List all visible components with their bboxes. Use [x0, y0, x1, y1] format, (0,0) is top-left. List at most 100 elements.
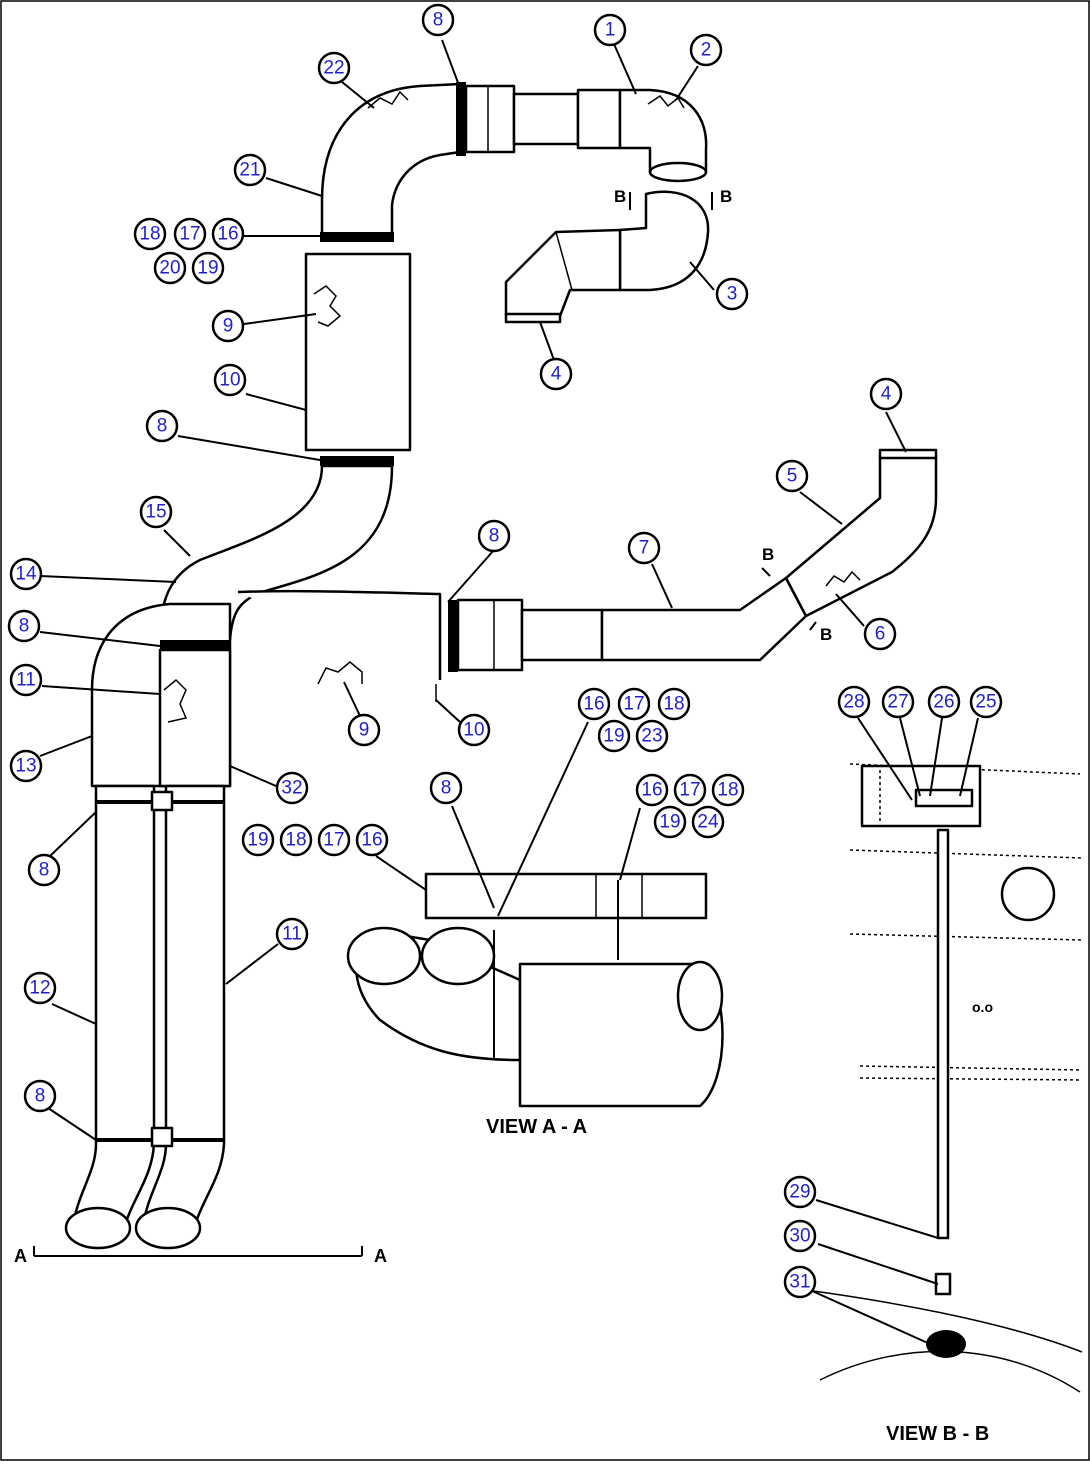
view-a-title: VIEW A - A [486, 1116, 587, 1138]
callout-10-lower: 10 [457, 713, 491, 747]
view-b-drain-tube-29 [936, 828, 950, 1240]
callout-7: 7 [627, 531, 661, 565]
callout-30: 30 [783, 1219, 817, 1253]
svg-text:25: 25 [975, 692, 996, 713]
svg-text:19: 19 [603, 726, 624, 747]
callout-2: 2 [689, 33, 723, 67]
svg-text:19: 19 [197, 258, 218, 279]
pipe-5-cutaway [825, 570, 861, 587]
section-b-mark-right: B [720, 187, 732, 206]
svg-text:4: 4 [881, 384, 892, 405]
svg-text:17: 17 [623, 694, 644, 715]
svg-text:12: 12 [29, 978, 50, 999]
manifold-link [237, 589, 442, 680]
section-b-arrows [761, 567, 817, 631]
view-b-rail-3 [859, 1065, 1083, 1071]
bracket-lower [150, 1126, 174, 1148]
callout-31: 31 [783, 1265, 817, 1299]
callout-6: 6 [863, 617, 897, 651]
callout-19-upper: 19 [191, 251, 225, 285]
svg-text:17: 17 [179, 224, 200, 245]
view-b-tank-edge [805, 1289, 1083, 1353]
callout-11-upper: 11 [9, 663, 43, 697]
callout-8-stack-lower: 8 [23, 1079, 57, 1113]
svg-text:27: 27 [887, 692, 908, 713]
callout-15: 15 [139, 495, 173, 529]
callout-22: 22 [317, 51, 351, 85]
svg-text:10: 10 [219, 370, 240, 391]
pipe-7 [600, 576, 808, 662]
view-a-outlet-left [346, 926, 422, 986]
clamp-band-mid [320, 456, 394, 466]
coupling-lower [456, 598, 524, 672]
svg-text:32: 32 [281, 778, 302, 799]
stack-assembly: A A [14, 602, 387, 1266]
callout-bubbles: 1 2 3 4 4 5 6 7 8 22 21 18 17 16 20 19 9… [7, 3, 1003, 1299]
callout-3: 3 [715, 277, 749, 311]
clamp-band-8-left [160, 640, 230, 650]
callout-29: 29 [783, 1175, 817, 1209]
callout-14: 14 [9, 557, 43, 591]
callout-23: 23 [635, 719, 669, 753]
callout-28: 28 [837, 685, 871, 719]
callout-10-upper: 10 [213, 363, 247, 397]
callout-4-right: 4 [869, 377, 903, 411]
svg-text:18: 18 [285, 830, 306, 851]
callout-18-upper: 18 [133, 217, 167, 251]
flange-4-top [504, 312, 562, 324]
flange-8-lower [448, 600, 458, 672]
svg-text:11: 11 [16, 670, 36, 691]
view-b-rail-2 [849, 933, 1083, 941]
callout-24: 24 [691, 805, 725, 839]
svg-text:22: 22 [323, 58, 344, 79]
pipe-section-top [512, 92, 580, 146]
svg-text:16: 16 [361, 830, 382, 851]
callout-17-a: 17 [617, 687, 651, 721]
callout-20: 20 [153, 251, 187, 285]
callout-17-upper: 17 [173, 217, 207, 251]
svg-text:14: 14 [15, 564, 37, 585]
flange-8-top [456, 82, 466, 156]
pipe-section-lower [520, 608, 604, 662]
view-b-mark: o.o [972, 999, 993, 1015]
section-b-arrow-upper: B [762, 545, 774, 564]
coupling-top [464, 84, 516, 154]
callout-11-lower: 11 [275, 917, 309, 951]
callout-19-b: 19 [653, 805, 687, 839]
view-b-port [1000, 866, 1056, 922]
svg-text:1: 1 [605, 20, 616, 41]
callout-32: 32 [275, 771, 309, 805]
svg-text:8: 8 [441, 778, 452, 799]
svg-text:18: 18 [717, 780, 738, 801]
clamp-band-upper [320, 232, 394, 242]
svg-text:28: 28 [843, 692, 864, 713]
svg-text:30: 30 [789, 1226, 810, 1247]
muffler-10 [304, 252, 412, 452]
adapter-top [576, 88, 622, 150]
callout-17-c: 17 [317, 823, 351, 857]
section-b-arrow-lower: B [820, 625, 832, 644]
callout-19-c: 19 [241, 823, 275, 857]
callout-16-a: 16 [577, 687, 611, 721]
elbow-1-opening [648, 161, 708, 183]
svg-text:24: 24 [697, 812, 719, 833]
svg-text:9: 9 [359, 720, 370, 741]
callout-4-upper: 4 [539, 357, 573, 391]
callout-8-top: 8 [421, 3, 455, 37]
muffler-cutaway [313, 285, 342, 327]
stack-pipe-12 [72, 784, 156, 1238]
view-b-rail-1 [849, 849, 1083, 859]
svg-text:8: 8 [35, 1086, 46, 1107]
svg-text:19: 19 [659, 812, 680, 833]
svg-text:13: 13 [15, 756, 36, 777]
view-b-fitting-30 [934, 1272, 952, 1296]
svg-text:16: 16 [583, 694, 604, 715]
reducer-elbow-3 [504, 228, 622, 318]
stack-pipe-12-outlet [64, 1206, 132, 1250]
svg-text:31: 31 [789, 1272, 810, 1293]
svg-text:8: 8 [39, 860, 50, 881]
svg-text:16: 16 [217, 224, 238, 245]
svg-text:3: 3 [727, 284, 738, 305]
callout-25: 25 [969, 685, 1003, 719]
